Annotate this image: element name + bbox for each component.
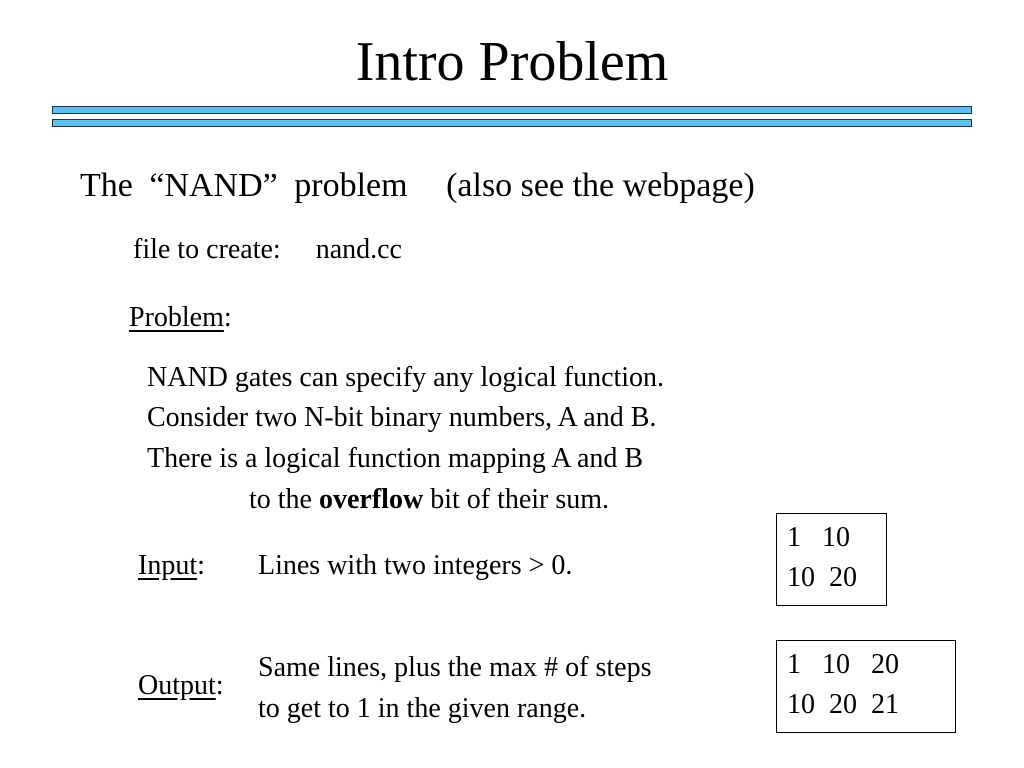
problem-label-text: Problem	[129, 302, 224, 333]
file-to-create: file to create: nand.cc	[133, 230, 402, 270]
input-example-row-1: 1 10	[787, 522, 850, 553]
title-divider-top	[52, 106, 972, 114]
input-label-colon: :	[197, 550, 205, 581]
output-example-row-1: 1 10 20	[787, 649, 899, 680]
output-description-line-1: Same lines, plus the max # of steps	[258, 652, 652, 683]
description-line-4-pre: to the	[249, 484, 312, 515]
output-label-text: Output	[138, 670, 216, 701]
description-line-3: There is a logical function mapping A an…	[147, 443, 644, 474]
problem-label-colon: :	[223, 302, 232, 333]
description-line-2: Consider two N-bit binary numbers, A and…	[147, 402, 657, 433]
title-divider-bottom	[52, 119, 972, 127]
output-description-line-2: to get to 1 in the given range.	[258, 693, 587, 724]
description-line-1: NAND gates can specify any logical funct…	[147, 362, 665, 393]
input-label-text: Input	[138, 550, 198, 581]
file-name: nand.cc	[315, 234, 402, 265]
output-example-box: 1 10 20 10 20 21	[776, 640, 956, 733]
problem-label: Problem:	[129, 298, 232, 338]
heading-the: The	[80, 167, 133, 204]
heading-webpage-note: (also see the webpage)	[446, 167, 755, 204]
input-label: Input:	[138, 546, 205, 586]
problem-heading: The “NAND” problem (also see the webpage…	[80, 162, 755, 210]
slide-title: Intro Problem	[355, 31, 669, 93]
output-example-row-2: 10 20 21	[787, 689, 899, 720]
description-line-4-post: bit of their sum.	[430, 484, 610, 515]
heading-problem-word: problem	[294, 167, 408, 204]
input-example-box: 1 10 10 20	[776, 513, 887, 606]
output-label: Output:	[138, 666, 224, 706]
input-description: Lines with two integers > 0.	[258, 550, 573, 581]
overflow-term: overflow	[319, 484, 424, 515]
description-line-4: to the overflow bit of their sum.	[249, 480, 609, 520]
input-example-row-2: 10 20	[787, 562, 857, 593]
output-label-colon: :	[215, 670, 224, 701]
heading-problem-name: “NAND”	[149, 167, 278, 204]
file-label: file to create:	[133, 234, 281, 265]
